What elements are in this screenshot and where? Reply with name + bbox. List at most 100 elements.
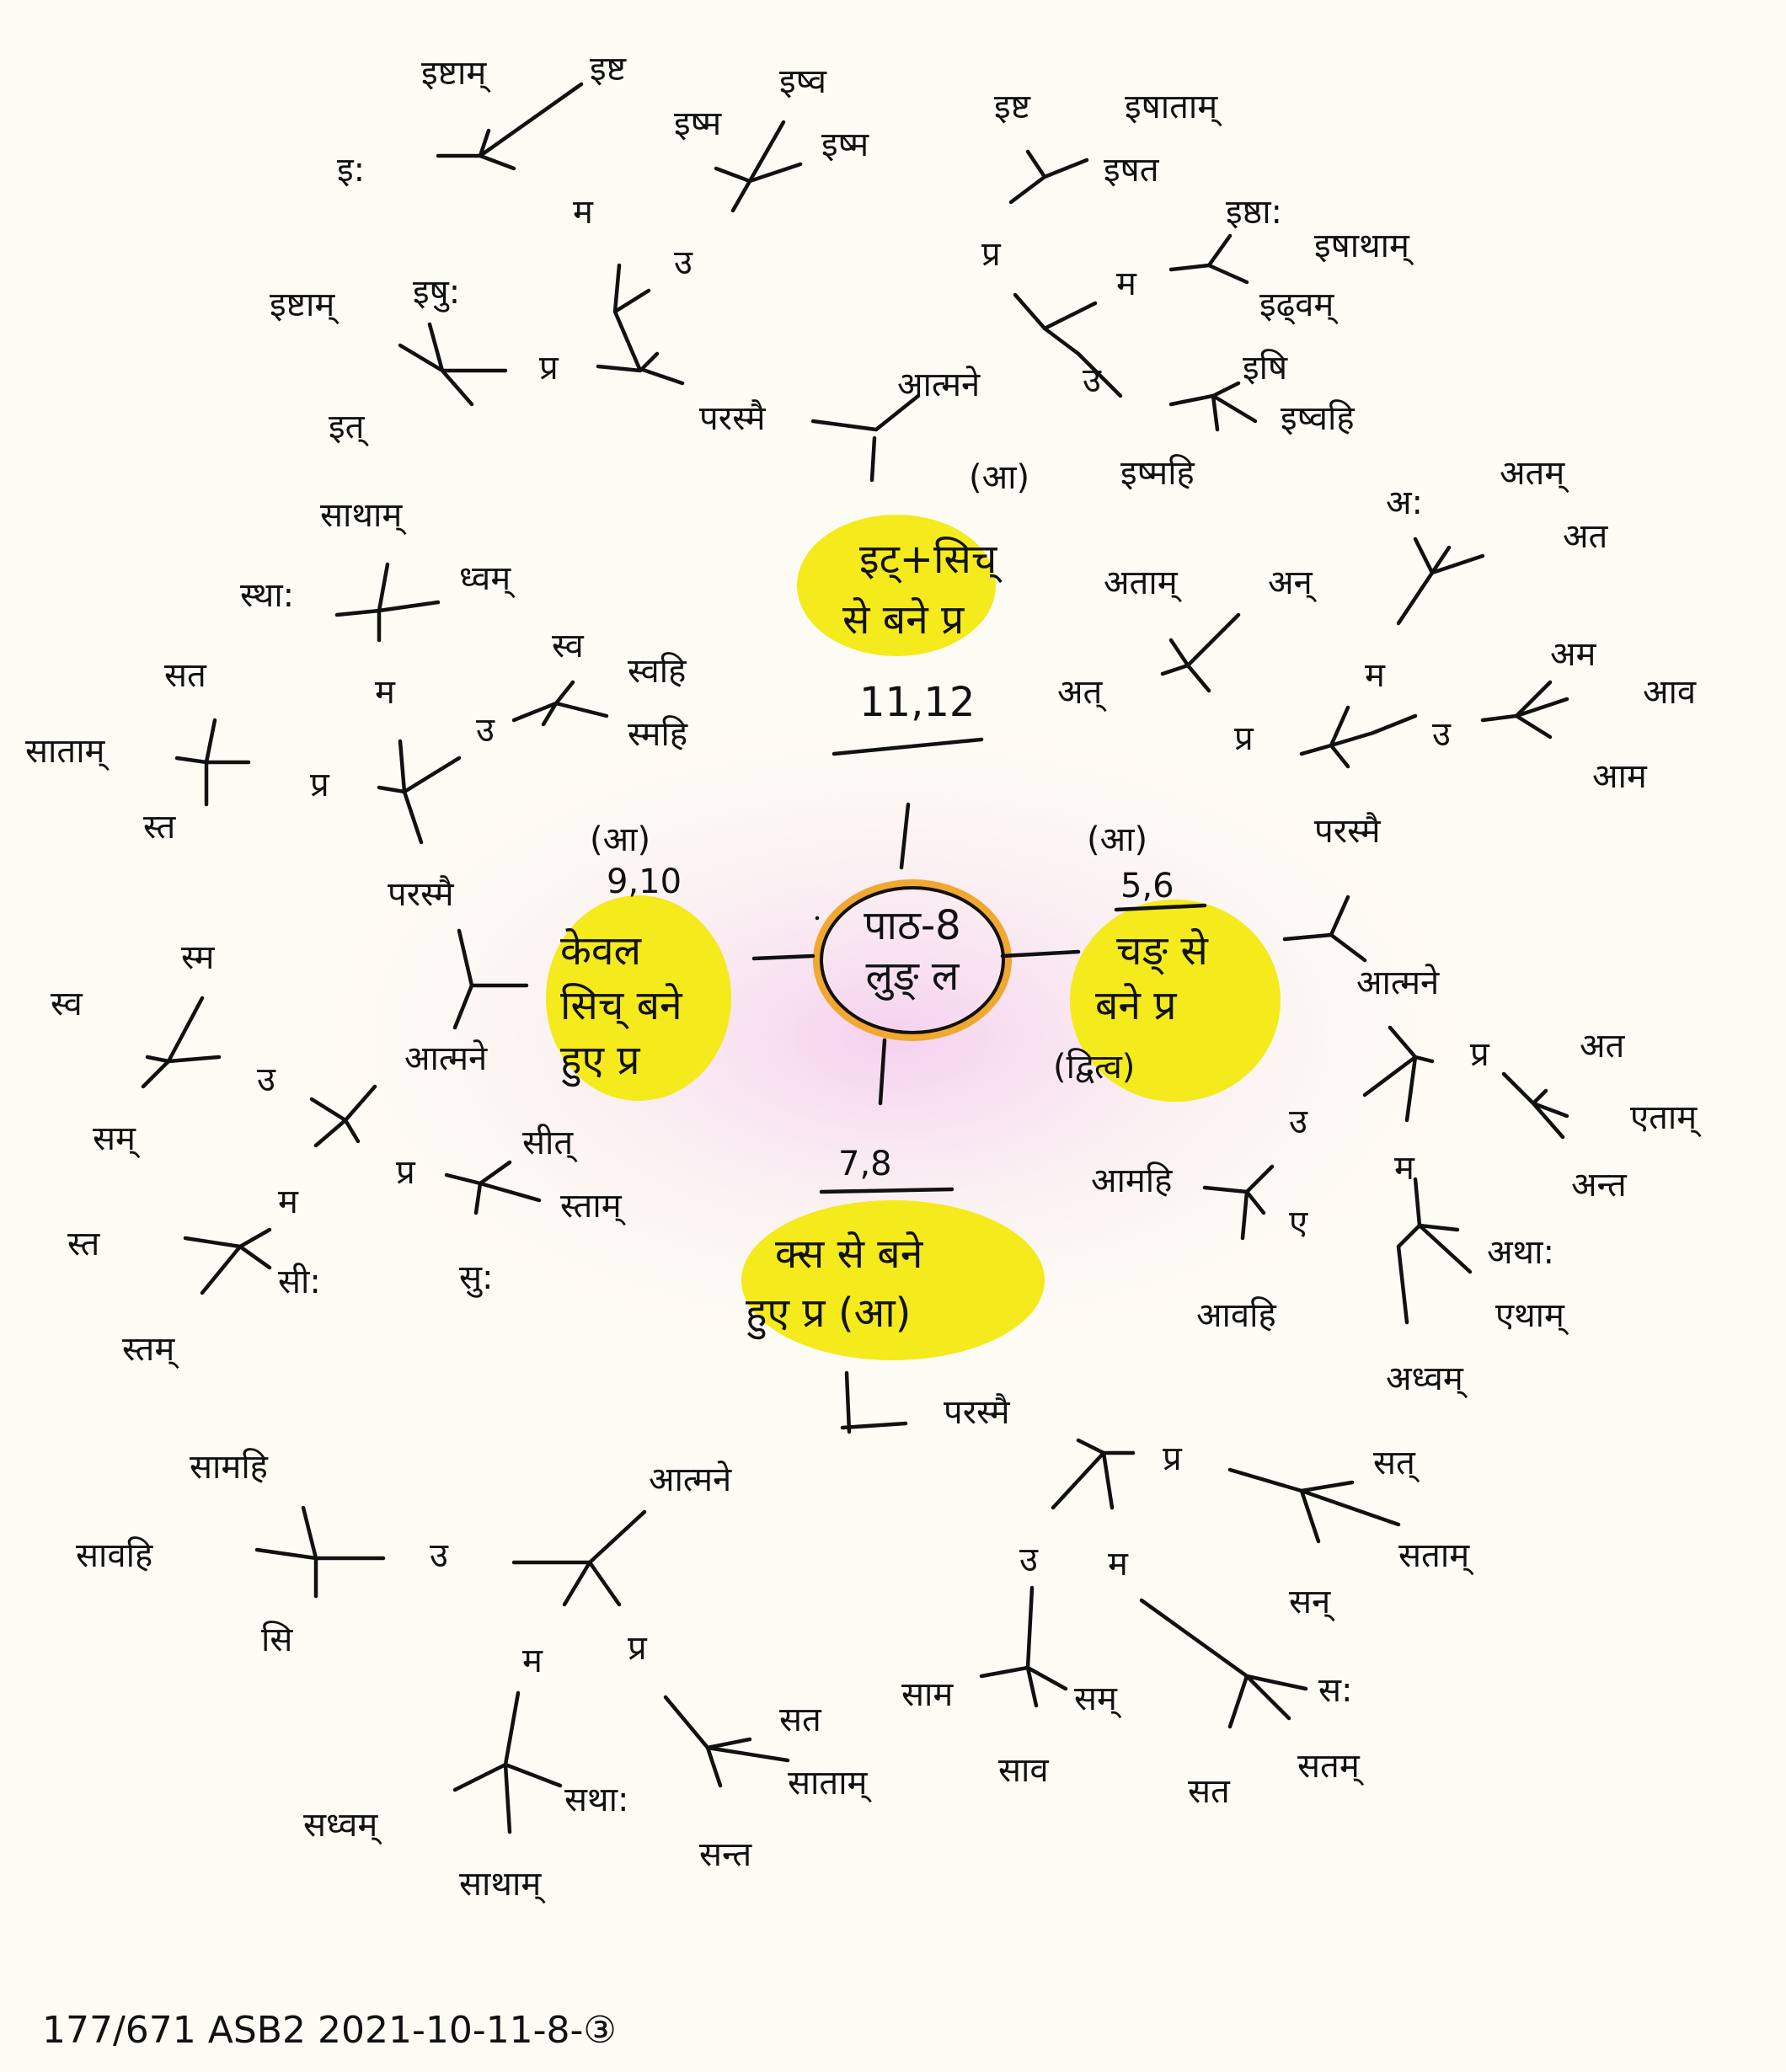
suffix-form-branches-top-a_p-1: इषाताम् [1125,88,1222,127]
center-line1: पाठ-8 [864,902,960,949]
left-a-u-label: उ [257,1060,276,1099]
bottom-m-label: म [1108,1545,1129,1583]
suffix-form-branches-left-a_p-0: सीत् [522,1124,578,1163]
left-line2: सिच् बने [560,982,683,1030]
suffix-form-branches-top-u-1: इष्म [674,104,722,143]
right-u-label: उ [1432,715,1452,754]
suffix-form-branches-right-u-0: अम [1550,635,1597,674]
top-parasmai: परस्मै [699,399,767,438]
top-p-label: प्र [539,349,559,387]
suffix-form-branches-bottom-m-1: सतम् [1297,1747,1365,1786]
suffix-form-branches-left-m-2: ध्वम् [459,559,516,599]
suffix-form-branches-bottom-a_p-1: साताम् [788,1764,872,1803]
suffix-form-branches-left-a_u-0: स्म [181,938,216,977]
bottom-line2: हुए प्र (आ) [746,1290,911,1340]
suffix-form-branches-top-u-0: इष्व [779,62,827,101]
suffix-form-branches-top-p-0: इष्टाम् [270,286,340,325]
left-line3: हुए प्र [560,1037,640,1087]
suffix-form-branches-bottom-p-2: सन् [1289,1583,1335,1622]
suffix-form-branches-bottom-u-0: साम [901,1675,954,1714]
suffix-form-branches-right-a_p-0: अत [1580,1027,1626,1065]
suffix-form-branches-bottom-a_u-2: सि [261,1621,293,1659]
suffix-form-branches-right-m-2: अत् [1057,673,1107,713]
bottom-cluster: 7,8 क्स से बने हुए प्र (आ) परस्मै आत्मने… [76,1145,1474,1904]
top-a-p-label: प्र [981,235,1002,274]
left-tag: (आ) [590,820,650,859]
suffix-form-branches-right-p-0: अतम् [1500,454,1569,494]
right-highlight [1070,900,1281,1102]
suffix-form-branches-bottom-a_p-2: सन्त [699,1835,752,1874]
suffix-form-branches-right-a_u-2: आवहि [1196,1296,1276,1335]
suffix-form-branches-right-a_u-0: आमहि [1091,1161,1173,1200]
suffix-form-branches-top-a_p-2: इषत [1104,151,1160,190]
top-u-label: उ [674,243,693,282]
bottom-atmane: आत्मने [649,1461,732,1499]
left-line1: केवल [560,927,643,975]
suffix-form-branches-bottom-u-1: सम् [1074,1679,1122,1719]
suffix-form-branches-right-a_m-2: अध्वम् [1386,1359,1468,1399]
suffix-form-branches-bottom-a_m-0: सध्वम् [303,1806,382,1845]
suffix-form-branches-bottom-p-0: सत् [1373,1444,1420,1483]
left-cluster: (आ) 9,10 केवल सिच् बने हुए प्र परस्मै आत… [25,496,688,1370]
top-m-label: म [573,193,594,232]
right-cluster: (आ) 5,6 चङ् से बने प्र (द्वित्व) परस्मै … [1053,454,1702,1399]
top-cluster: (आ) इट्+सिच् से बने प्र 11,12 परस्मै आत्… [270,50,1414,726]
left-m-label: म [375,673,396,712]
center-ring [813,879,1012,1041]
suffix-form-branches-top-a_u-1: इष्वहि [1281,399,1355,438]
right-line1: चङ् से [1116,927,1209,975]
bottom-parasmai: परस्मै [944,1393,1011,1432]
suffix-form-branches-bottom-a_p-0: सत [779,1701,822,1739]
left-highlight [546,895,731,1101]
suffix-form-branches-bottom-a_m-2: सथा: [564,1781,628,1819]
left-atmane: आत्मने [404,1039,488,1078]
right-a-p-label: प्र [1470,1035,1490,1074]
suffix-form-branches-right-m-1: अन् [1268,563,1318,603]
bottom-underline [819,1187,954,1194]
center-circle [820,886,1005,1034]
bottom-line1: क्स से बने [775,1231,924,1278]
left-p-label: प्र [310,766,330,804]
top-a-u-label: उ [1083,361,1102,400]
right-atmane: आत्मने [1356,964,1440,1002]
bottom-a-m-label: म [522,1642,543,1680]
suffix-form-branches-bottom-a_m-1: साथाम् [459,1865,546,1904]
left-num: 9,10 [607,862,682,901]
suffix-form-branches-right-a_p-2: अन्त [1571,1166,1628,1204]
suffix-form-branches-left-p-0: सत [164,656,207,695]
suffix-form-branches-top-a_m-0: इष्ठा: [1226,193,1282,232]
right-line2: बने प्र [1095,982,1177,1029]
bottom-p-label: प्र [1163,1439,1183,1478]
suffix-form-branches-right-a_m-1: एथाम् [1495,1296,1569,1336]
suffix-form-branches-top-p-2: इत् [329,408,369,447]
suffix-form-branches-left-a_p-1: स्ताम् [560,1187,627,1226]
suffix-form-branches-left-u-0: स्व [552,627,585,665]
right-m-label: म [1365,656,1386,695]
left-a-p-label: प्र [396,1153,416,1192]
right-tag: (आ) [1087,820,1147,859]
left-a-m-label: म [278,1183,299,1221]
top-num: 11,12 [859,679,975,726]
suffix-form-branches-right-a_u-1: ए [1289,1204,1308,1242]
right-p-label: प्र [1234,719,1254,758]
suffix-form-branches-left-a_m-1: सी: [278,1263,321,1301]
suffix-form-branches-top-a_m-2: इढ्वम् [1259,286,1339,325]
suffix-form-branches-bottom-p-1: सताम् [1398,1536,1474,1576]
suffix-form-branches-left-m-0: साथाम् [320,496,407,536]
bottom-a-p-label: प्र [628,1629,648,1668]
suffix-form-branches-top-p-1: इषु: [413,273,460,312]
suffix-form-branches-right-p-2: अत [1563,517,1609,556]
top-line2: से बने प्र [842,596,965,643]
suffix-form-branches-left-u-2: स्महि [628,715,688,754]
suffix-form-branches-right-u-2: आम [1592,757,1648,796]
suffix-form-branches-left-a_m-2: स्तम् [122,1330,179,1370]
right-a-u-label: उ [1289,1103,1308,1141]
suffix-form-branches-left-a_u-1: स्व [51,985,83,1023]
right-a-m-label: म [1394,1149,1415,1188]
suffix-form-branches-left-a_u-2: सम् [93,1119,141,1159]
suffix-form-branches-bottom-a_u-1: सावहि [76,1536,153,1575]
connector-top [899,802,911,870]
suffix-form-branches-top-a_p-0: इष्ट [994,88,1031,126]
